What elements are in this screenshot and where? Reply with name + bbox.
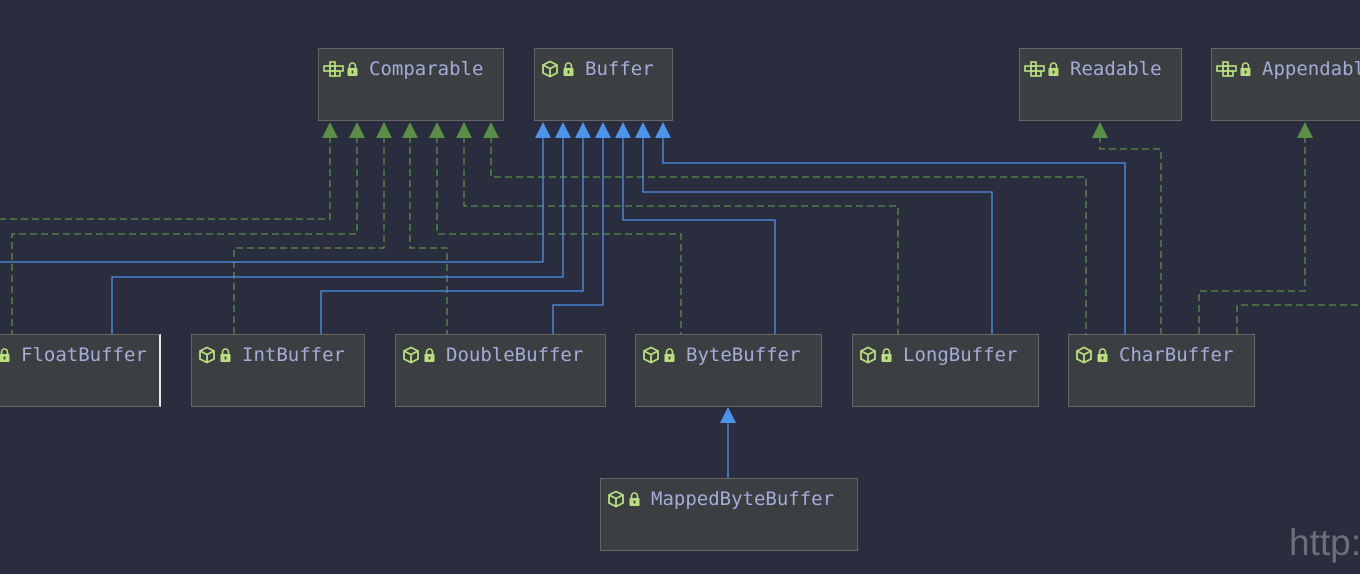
lock-icon xyxy=(1095,346,1109,364)
node-charbuffer[interactable]: CharBuffer xyxy=(1068,334,1255,407)
edge-longbuffer-comparable xyxy=(463,136,899,334)
class-icon xyxy=(640,344,662,366)
lock-icon xyxy=(1238,60,1252,78)
node-comparable[interactable]: Comparable xyxy=(318,48,504,121)
arrowhead xyxy=(456,122,472,138)
arrowhead xyxy=(535,122,551,138)
edge-intbuffer-buffer xyxy=(320,136,584,334)
interface-icon xyxy=(323,58,345,80)
watermark: http:/ xyxy=(1289,522,1360,563)
arrowhead xyxy=(575,122,591,138)
node-name: Appendable xyxy=(1262,58,1360,80)
node-appendable[interactable]: Appendable xyxy=(1211,48,1360,121)
node-header: Appendable xyxy=(1212,49,1360,89)
arrowhead xyxy=(483,122,499,138)
node-header: Readable xyxy=(1020,49,1181,89)
edge-charbuffer-appendable xyxy=(1198,136,1306,334)
edge-floatbuffer-buffer xyxy=(111,136,564,334)
lock-icon xyxy=(0,346,11,364)
edge-charbuffer-offscreen xyxy=(1236,304,1360,334)
arrowhead xyxy=(655,122,671,138)
edge-bytebuffer-comparable xyxy=(436,136,682,334)
lock-icon xyxy=(561,60,575,78)
edge-doublebuffer-comparable xyxy=(409,136,448,334)
interface-icon xyxy=(1216,58,1238,80)
arrowhead xyxy=(635,122,651,138)
edge-intbuffer-comparable xyxy=(233,136,385,334)
lock-icon xyxy=(879,346,893,364)
class-icon xyxy=(539,58,561,80)
class-icon xyxy=(1073,344,1095,366)
node-header: LongBuffer xyxy=(853,335,1038,375)
arrowhead xyxy=(1092,122,1108,138)
arrowhead xyxy=(322,122,338,138)
node-name: Readable xyxy=(1070,58,1162,80)
arrowhead xyxy=(595,122,611,138)
node-mappedbytebuffer[interactable]: MappedByteBuffer xyxy=(600,478,858,551)
class-icon xyxy=(857,344,879,366)
arrowhead xyxy=(720,407,736,423)
edge-bytebuffer-buffer xyxy=(622,136,776,334)
arrowhead xyxy=(555,122,571,138)
lock-icon xyxy=(422,346,436,364)
node-readable[interactable]: Readable xyxy=(1019,48,1182,121)
node-header: MappedByteBuffer xyxy=(601,479,857,519)
node-name: FloatBuffer xyxy=(21,344,147,366)
edge-doublebuffer-buffer xyxy=(552,136,604,334)
lock-icon xyxy=(1046,60,1060,78)
node-header: FloatBuffer xyxy=(0,335,159,375)
node-floatbuffer[interactable]: FloatBuffer xyxy=(0,334,161,407)
node-header: DoubleBuffer xyxy=(396,335,605,375)
node-name: Buffer xyxy=(585,58,654,80)
node-buffer[interactable]: Buffer xyxy=(534,48,673,121)
node-header: ByteBuffer xyxy=(636,335,821,375)
arrowhead xyxy=(349,122,365,138)
node-header: Comparable xyxy=(319,49,503,89)
node-name: LongBuffer xyxy=(903,344,1018,366)
node-header: Buffer xyxy=(535,49,672,89)
interface-icon xyxy=(1024,58,1046,80)
node-doublebuffer[interactable]: DoubleBuffer xyxy=(395,334,606,407)
lock-icon xyxy=(218,346,232,364)
arrowhead xyxy=(1297,122,1313,138)
node-name: IntBuffer xyxy=(242,344,345,366)
node-header: IntBuffer xyxy=(192,335,364,375)
arrowhead xyxy=(429,122,445,138)
node-name: ByteBuffer xyxy=(686,344,801,366)
node-name: CharBuffer xyxy=(1119,344,1234,366)
arrowhead xyxy=(376,122,392,138)
lock-icon xyxy=(627,490,641,508)
edge-unknown-comparable xyxy=(0,136,331,220)
node-longbuffer[interactable]: LongBuffer xyxy=(852,334,1039,407)
edge-floatbuffer-comparable xyxy=(11,136,358,334)
edge-longbuffer-buffer xyxy=(642,136,993,334)
edge-charbuffer-comparable xyxy=(490,136,1087,334)
arrowhead xyxy=(402,122,418,138)
node-name: DoubleBuffer xyxy=(446,344,584,366)
class-icon xyxy=(196,344,218,366)
node-bytebuffer[interactable]: ByteBuffer xyxy=(635,334,822,407)
node-header: CharBuffer xyxy=(1069,335,1254,375)
node-intbuffer[interactable]: IntBuffer xyxy=(191,334,365,407)
lock-icon xyxy=(662,346,676,364)
edge-charbuffer-buffer xyxy=(662,136,1126,334)
node-name: MappedByteBuffer xyxy=(651,488,835,510)
edge-charbuffer-readable xyxy=(1099,136,1162,334)
node-name: Comparable xyxy=(369,58,484,80)
lock-icon xyxy=(345,60,359,78)
class-icon xyxy=(605,488,627,510)
edge-unknown-buffer xyxy=(0,136,544,263)
arrowhead xyxy=(615,122,631,138)
class-icon xyxy=(400,344,422,366)
